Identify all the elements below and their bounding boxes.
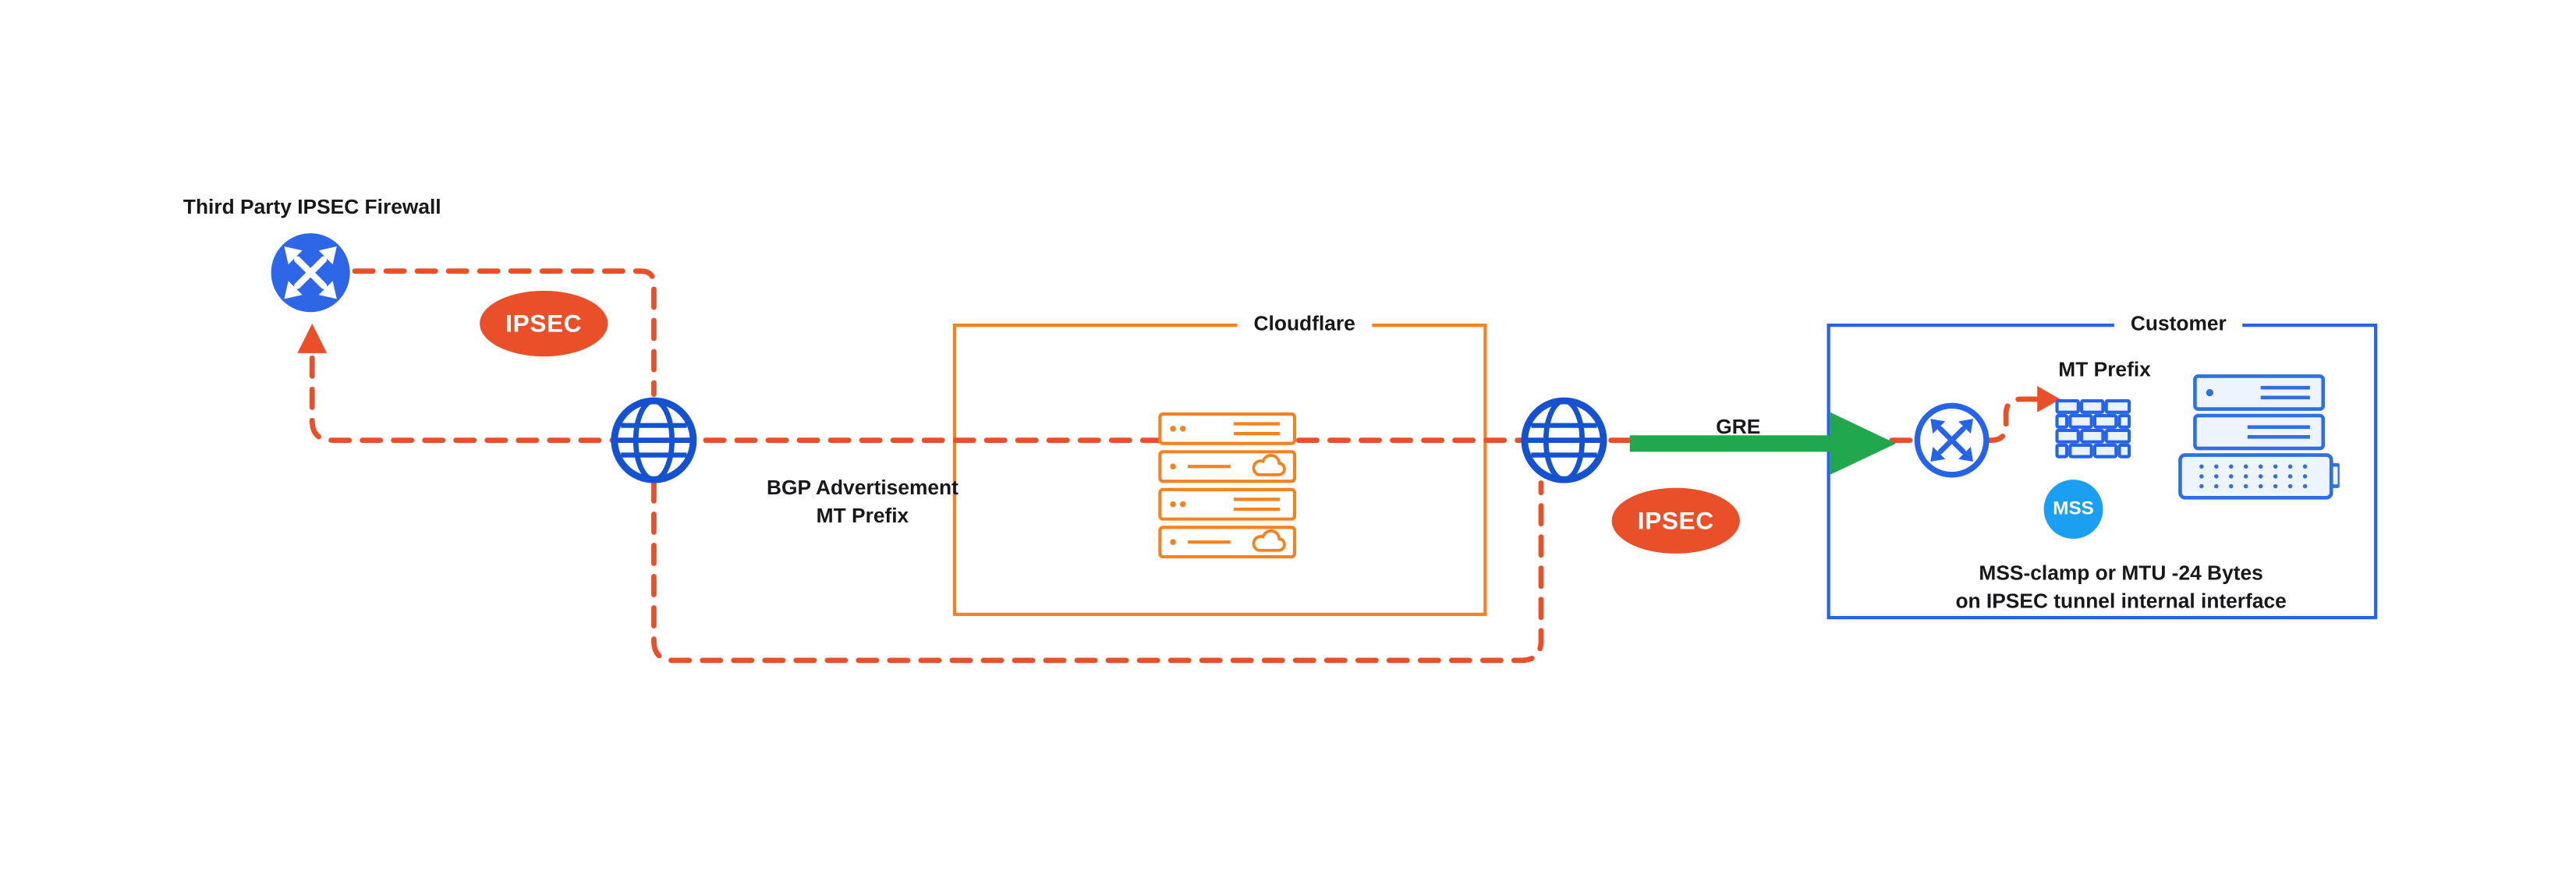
cloudflare-server-icon-1 — [1158, 412, 1297, 445]
customer-box — [1827, 324, 2378, 620]
cloudflare-server-icon-2 — [1158, 450, 1297, 483]
cloudflare-box-label: Cloudflare — [1237, 310, 1372, 337]
mss-clamp-note-line2: on IPSEC tunnel internal interface — [1955, 590, 2287, 613]
ipsec-badge-left: IPSEC — [480, 290, 608, 357]
mss-clamp-note: MSS-clamp or MTU -24 Bytes on IPSEC tunn… — [1955, 560, 2286, 616]
firewall-icon — [2055, 398, 2131, 459]
customer-server-rack-icon — [2178, 374, 2340, 500]
bgp-advertisement-line1: BGP Advertisement — [767, 476, 958, 500]
gre-label: GRE — [1716, 415, 1761, 439]
mss-clamp-note-line1: MSS-clamp or MTU -24 Bytes — [1979, 561, 2263, 585]
internet-globe-icon-right — [1521, 397, 1607, 483]
main-traffic-path — [309, 355, 2040, 443]
cloudflare-box — [952, 324, 1487, 616]
cloud-icon — [1252, 454, 1286, 476]
cloudflare-server-icon-3 — [1158, 487, 1297, 521]
up-arrowhead-icon — [297, 324, 328, 353]
bgp-advertisement-label: BGP Advertisement MT Prefix — [767, 475, 958, 531]
bgp-advertisement-line2: MT Prefix — [816, 504, 909, 528]
ipsec-tunnel-bottom-path — [651, 480, 1544, 664]
third-party-firewall-label: Third Party IPSEC Firewall — [182, 195, 441, 219]
customer-box-label: Customer — [2114, 310, 2243, 337]
mt-prefix-label: MT Prefix — [2058, 358, 2151, 381]
ipsec-badge-right: IPSEC — [1611, 487, 1740, 554]
third-party-router-icon — [271, 233, 350, 313]
mt-prefix-arrowhead-icon — [2037, 386, 2060, 412]
customer-router-icon — [1914, 402, 1990, 478]
gre-arrow-icon — [1629, 412, 1897, 475]
mss-badge: MSS — [2043, 480, 2103, 539]
ipsec-tunnel-top-path — [352, 268, 657, 397]
internet-globe-icon-left — [611, 397, 697, 483]
cloudflare-server-icon-4 — [1158, 526, 1297, 559]
cloud-icon — [1252, 529, 1286, 552]
